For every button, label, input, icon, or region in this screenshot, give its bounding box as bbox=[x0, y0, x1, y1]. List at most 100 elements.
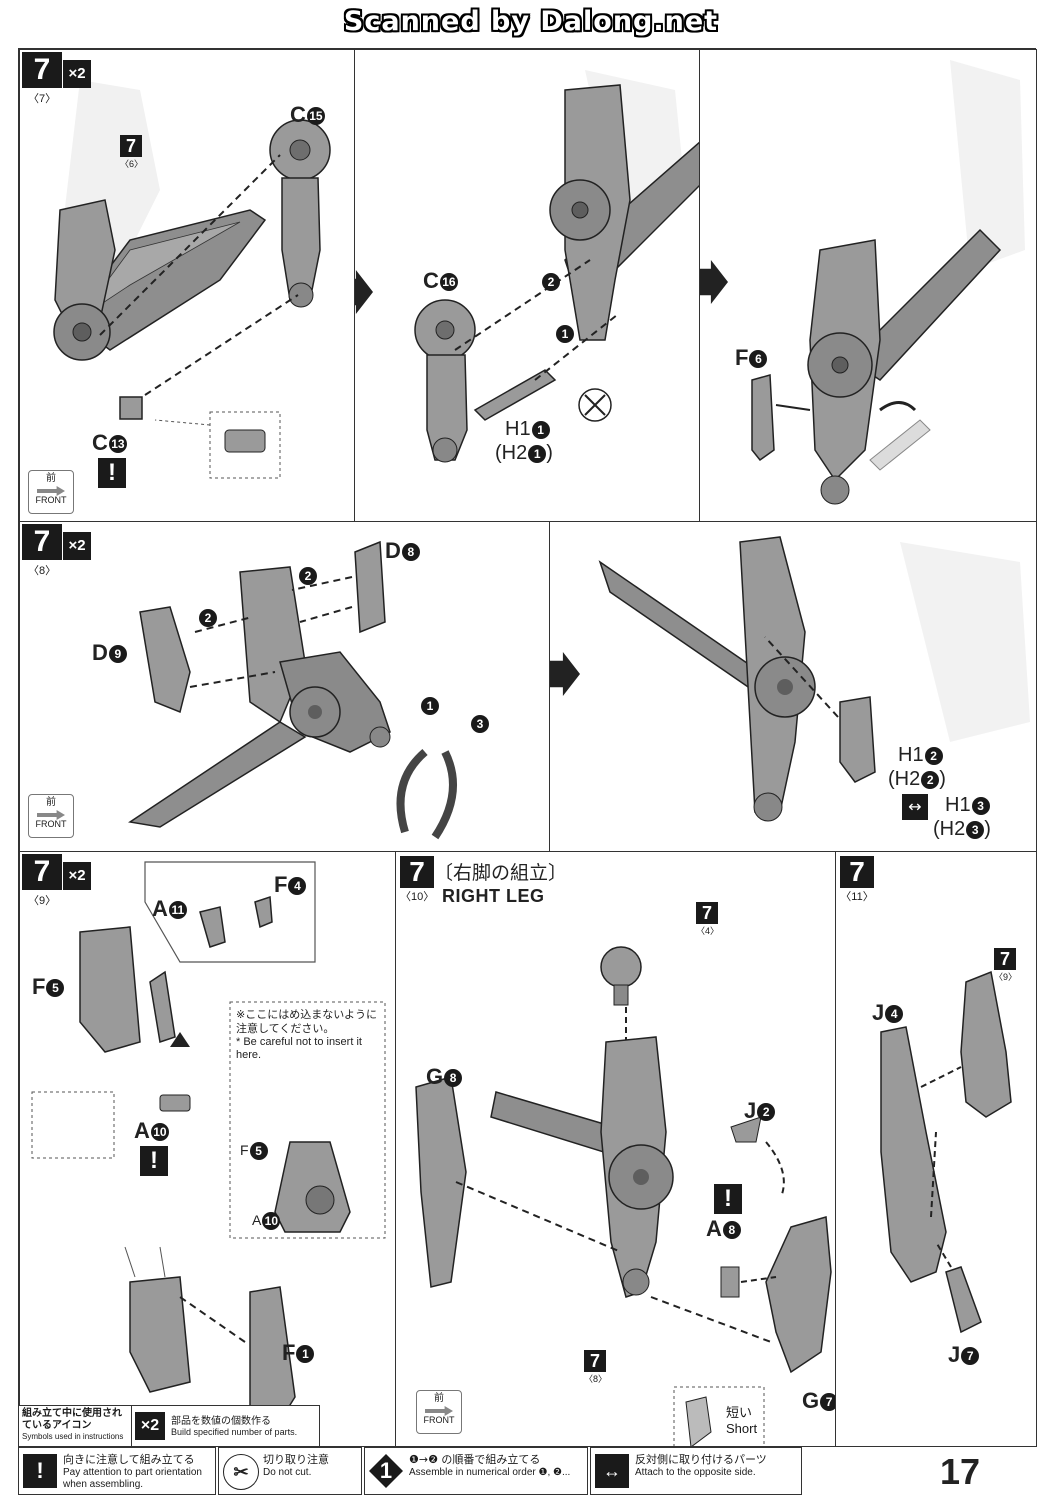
part-number: 8 bbox=[401, 543, 420, 562]
part-number: 10 bbox=[262, 1212, 281, 1231]
part-letter: (H2 bbox=[933, 818, 966, 840]
part-number: 5 bbox=[249, 1142, 268, 1161]
part-number: 9 bbox=[108, 645, 127, 664]
section-title-en: RIGHT LEG bbox=[442, 886, 545, 906]
part-letter: C bbox=[92, 430, 108, 455]
part-number: 8 bbox=[444, 1069, 463, 1088]
multiplier-badge: ×2 bbox=[63, 60, 91, 88]
part-illustration bbox=[53, 80, 331, 479]
part-number: 15 bbox=[306, 107, 325, 126]
part-illustration bbox=[880, 970, 1012, 1334]
step-sub: 9 bbox=[22, 892, 62, 908]
page-number: 17 bbox=[939, 1451, 981, 1492]
paren-close: ) bbox=[546, 442, 553, 464]
part-number: 1 bbox=[296, 1345, 315, 1364]
legend-en: Attach to the opposite side. bbox=[635, 1467, 756, 1478]
ref-step-9: 7 9 bbox=[994, 948, 1016, 983]
part-number: 11 bbox=[168, 901, 187, 920]
panel-step-7-10: 7 10 〔右脚の組立〕 RIGHT LEG 7 4 7 8 G8 J2 ! A… bbox=[395, 851, 837, 1447]
ref-step-sub: 9 bbox=[994, 970, 1016, 983]
paren-close: ) bbox=[939, 768, 946, 790]
step-sub: 10 bbox=[400, 888, 434, 904]
front-indicator: 前 FRONT bbox=[28, 794, 74, 838]
front-en: FRONT bbox=[423, 1415, 455, 1425]
part-letter: D bbox=[385, 538, 401, 563]
front-arrow-icon bbox=[425, 1406, 453, 1416]
order-1: 1 bbox=[420, 692, 439, 718]
legend-mult-en: Build specified number of parts. bbox=[171, 1427, 298, 1437]
step-badge: 7 8 ×2 bbox=[22, 524, 91, 586]
ref-step-number: 7 bbox=[994, 948, 1016, 970]
part-illustration bbox=[128, 540, 457, 840]
part-letter: D bbox=[92, 640, 108, 665]
opposite-side-icon: ↔ bbox=[902, 794, 928, 820]
warning-icon: ! bbox=[140, 1146, 168, 1176]
part-number: 6 bbox=[749, 350, 768, 369]
legend-jp: 切り取り注意 bbox=[263, 1453, 329, 1466]
warning-icon: ! bbox=[98, 458, 126, 488]
step-number: 7 bbox=[22, 52, 62, 88]
legend-title-jp: 組み立て中に使用されているアイコン bbox=[22, 1408, 122, 1431]
part-letter: J bbox=[872, 1000, 885, 1025]
part-letter: F bbox=[735, 345, 749, 370]
part-letter: A bbox=[706, 1216, 722, 1241]
part-letter: G bbox=[802, 1388, 820, 1413]
warning-icon: ! bbox=[23, 1454, 57, 1488]
order-number: 1 bbox=[556, 325, 574, 344]
multiplier-icon: ×2 bbox=[135, 1412, 165, 1440]
step-sub: 7 bbox=[22, 90, 62, 106]
scan-watermark: Scanned by Dalong.net bbox=[343, 6, 719, 37]
scissors-icon: ✂ bbox=[223, 1454, 259, 1490]
part-number: 1 bbox=[531, 420, 550, 439]
step-badge: 7 11 bbox=[840, 856, 874, 904]
part-number: 2 bbox=[924, 746, 943, 765]
multiplier-badge: ×2 bbox=[63, 862, 91, 890]
front-arrow-icon bbox=[37, 486, 65, 496]
part-number: 3 bbox=[966, 820, 985, 839]
part-letter: J bbox=[948, 1342, 961, 1367]
ref-step-4: 7 4 bbox=[696, 902, 718, 937]
legend-jp: ❶→❷ の順番で組み立てる bbox=[409, 1453, 541, 1466]
front-indicator: 前 FRONT bbox=[28, 470, 74, 514]
legend-en: Pay attention to part orientation when a… bbox=[63, 1467, 202, 1490]
legend-multiplier: 組み立て中に使用されているアイコン Symbols used in instru… bbox=[18, 1405, 320, 1447]
order-1: 1 bbox=[555, 320, 574, 346]
part-letter: H1 bbox=[898, 744, 924, 766]
order-number: 2 bbox=[542, 273, 560, 292]
front-indicator: 前 FRONT bbox=[416, 1390, 462, 1434]
order-number: 3 bbox=[471, 715, 489, 734]
part-number: 7 bbox=[961, 1347, 980, 1366]
ref-step-8: 7 8 bbox=[584, 1350, 606, 1385]
front-en: FRONT bbox=[35, 819, 67, 829]
part-illustration bbox=[31, 861, 386, 1439]
legend-title-en: Symbols used in instructions bbox=[22, 1432, 124, 1441]
part-number: 2 bbox=[921, 770, 940, 789]
step-sub: 11 bbox=[840, 888, 874, 904]
part-letter: F bbox=[274, 872, 288, 897]
order-number: 1 bbox=[421, 697, 439, 716]
part-letter: A bbox=[152, 896, 168, 921]
panel-step-7-8: 7 8 ×2 D8 D9 2 2 1 3 前 FRONT bbox=[19, 521, 551, 853]
part-letter: C bbox=[290, 102, 306, 127]
legend-en: Assemble in numerical order ❶, ❷... bbox=[409, 1467, 571, 1478]
ref-step-number: 7 bbox=[696, 902, 718, 924]
order-2a: 2 bbox=[298, 562, 317, 588]
order-number: 2 bbox=[299, 567, 317, 586]
